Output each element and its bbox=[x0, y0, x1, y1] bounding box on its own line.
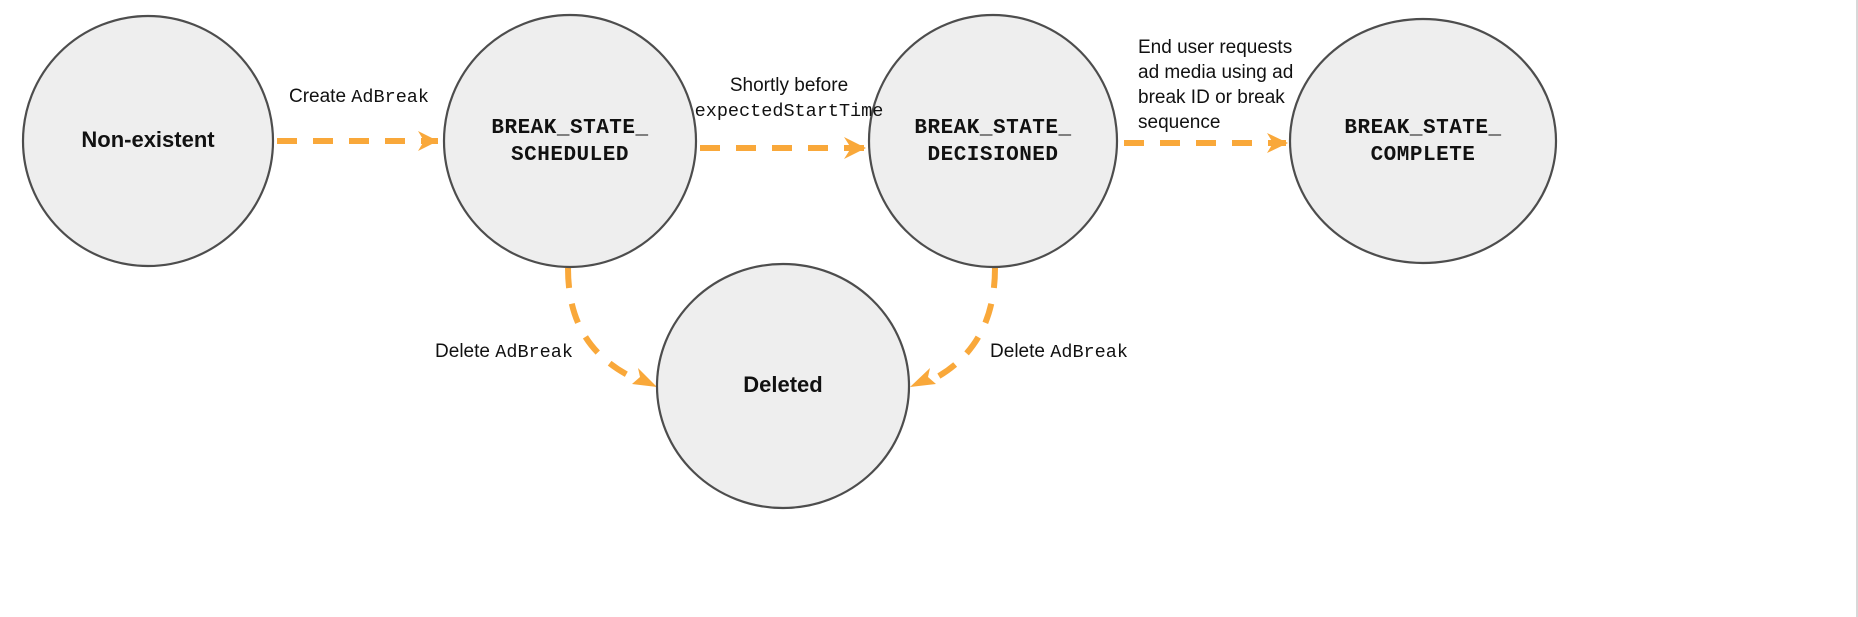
arrowhead-icon bbox=[910, 368, 936, 387]
node-shape bbox=[21, 14, 275, 268]
node-label: SCHEDULED bbox=[511, 144, 629, 167]
edge-label-run: AdBreak bbox=[495, 342, 573, 363]
edge-label-run: Delete bbox=[435, 341, 495, 362]
edge-scheduled-to-deleted bbox=[565, 267, 657, 387]
node-label: BREAK_STATE_ bbox=[914, 117, 1071, 140]
node-label: Non-existent bbox=[81, 127, 215, 152]
arrowhead-icon bbox=[844, 137, 866, 159]
edge-label-run: AdBreak bbox=[1050, 342, 1128, 363]
arrowhead-icon bbox=[1267, 133, 1288, 153]
edge-label-text: End user requests bbox=[1138, 37, 1292, 58]
node-label: BREAK_STATE_ bbox=[491, 117, 648, 140]
edge-label-run: Create bbox=[289, 86, 351, 107]
node-label: DECISIONED bbox=[927, 144, 1058, 167]
edge-label-decisioned-to-complete: End user requests ad media using ad break … bbox=[1138, 37, 1293, 133]
edge-label-text: ad media using ad bbox=[1138, 62, 1293, 83]
edges-layer bbox=[277, 131, 1288, 387]
state-node-break-state-decisioned[interactable]: BREAK_STATE_ DECISIONED bbox=[867, 13, 1119, 269]
state-node-break-state-complete[interactable]: BREAK_STATE_ COMPLETE bbox=[1288, 17, 1558, 265]
edge-label-text: Create AdBreak bbox=[289, 86, 429, 108]
edge-decisioned-to-complete bbox=[1124, 133, 1288, 153]
edge-labels-layer: Create AdBreak Shortly before expectedStar… bbox=[289, 37, 1293, 363]
arrowhead-icon bbox=[418, 131, 438, 151]
edge-line bbox=[565, 267, 642, 384]
edge-label-text: Shortly before bbox=[730, 75, 848, 96]
edge-label-text: Delete AdBreak bbox=[435, 341, 573, 363]
node-shape bbox=[442, 13, 698, 269]
state-node-non-existent[interactable]: Non-existent bbox=[21, 14, 275, 268]
node-shape bbox=[1288, 17, 1558, 265]
node-shape bbox=[655, 262, 911, 510]
node-label: Deleted bbox=[743, 372, 822, 397]
edge-create-adbreak bbox=[277, 131, 438, 151]
edge-label-create-adbreak: Create AdBreak bbox=[289, 86, 429, 108]
edge-label-run: AdBreak bbox=[351, 87, 429, 108]
arrowhead-icon bbox=[632, 368, 657, 387]
edge-label-scheduled-to-decisioned: Shortly before expectedStartTime bbox=[695, 75, 884, 122]
edge-label-text: sequence bbox=[1138, 112, 1220, 133]
edge-label-text: break ID or break bbox=[1138, 87, 1285, 108]
state-node-break-state-scheduled[interactable]: BREAK_STATE_ SCHEDULED bbox=[442, 13, 698, 269]
edge-scheduled-to-decisioned bbox=[700, 137, 866, 159]
edge-label-run: Delete bbox=[990, 341, 1050, 362]
edge-label-scheduled-to-deleted: Delete AdBreak bbox=[435, 341, 573, 363]
edge-decisioned-to-deleted bbox=[910, 267, 998, 387]
edge-label-text: Delete AdBreak bbox=[990, 341, 1128, 363]
node-label: COMPLETE bbox=[1371, 144, 1476, 167]
node-label: BREAK_STATE_ bbox=[1344, 117, 1501, 140]
edge-label-decisioned-to-deleted: Delete AdBreak bbox=[990, 341, 1128, 363]
edge-line bbox=[926, 267, 998, 385]
state-node-deleted[interactable]: Deleted bbox=[655, 262, 911, 510]
edge-label-text: expectedStartTime bbox=[695, 101, 884, 122]
node-shape bbox=[867, 13, 1119, 269]
